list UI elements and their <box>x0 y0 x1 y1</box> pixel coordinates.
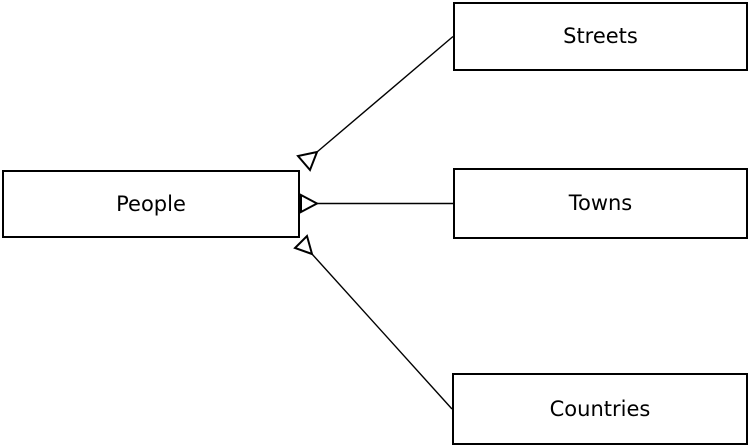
edge-people-countries-line <box>311 253 453 410</box>
node-towns[interactable]: Towns <box>453 168 748 239</box>
edge-people-streets-line <box>316 35 454 153</box>
node-people[interactable]: People <box>2 170 300 238</box>
edge-people-streets <box>296 35 454 172</box>
hollow-triangle-arrowhead-icon <box>296 150 319 172</box>
node-countries[interactable]: Countries <box>452 373 748 445</box>
hollow-triangle-arrowhead-icon <box>300 193 320 214</box>
node-countries-label: Countries <box>549 396 651 421</box>
edge-people-countries <box>293 234 453 410</box>
node-streets-label: Streets <box>563 24 638 48</box>
node-streets[interactable]: Streets <box>453 2 748 71</box>
node-towns-label: Towns <box>568 191 633 215</box>
hollow-triangle-arrowhead-icon <box>293 234 314 256</box>
node-people-label: People <box>116 191 186 216</box>
edge-people-towns <box>300 193 453 214</box>
